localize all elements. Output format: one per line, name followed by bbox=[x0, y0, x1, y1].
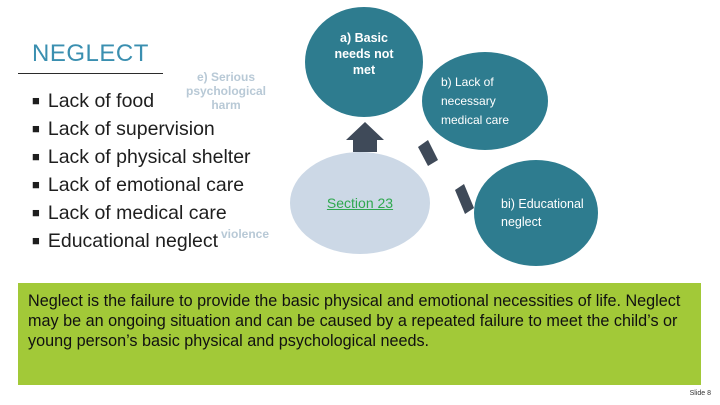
slide-number: Slide 8 bbox=[689, 390, 711, 397]
connector-shape bbox=[418, 140, 438, 166]
medical-care-bubble: b) Lack of necessary medical care bbox=[422, 52, 548, 150]
square-bullet-icon: ■ bbox=[32, 177, 40, 192]
connector-shape bbox=[455, 184, 474, 214]
educational-neglect-bubble: bi) Educational neglect bbox=[474, 160, 598, 266]
list-item: ■ Lack of physical shelter bbox=[32, 144, 251, 172]
list-item-text: Lack of supervision bbox=[47, 118, 215, 140]
square-bullet-icon: ■ bbox=[32, 233, 40, 248]
list-item: ■ Lack of emotional care bbox=[32, 172, 251, 200]
bubble-label: bi) Educational neglect bbox=[501, 197, 584, 229]
list-item: ■ Lack of food bbox=[32, 88, 251, 116]
slide-title: NEGLECT bbox=[32, 40, 149, 67]
list-item: ■ Educational neglect bbox=[32, 228, 251, 256]
list-item: ■ Lack of medical care bbox=[32, 200, 251, 228]
square-bullet-icon: ■ bbox=[32, 205, 40, 220]
bubble-label: b) Lack of necessary medical care bbox=[441, 74, 510, 127]
basic-needs-bubble: a) Basic needs not met bbox=[305, 7, 423, 117]
section-23-link[interactable]: Section 23 bbox=[326, 195, 394, 211]
list-item: ■ Lack of supervision bbox=[32, 116, 251, 144]
list-item-text: Lack of physical shelter bbox=[47, 146, 251, 168]
square-bullet-icon: ■ bbox=[32, 149, 40, 164]
faded-label-text: violence bbox=[220, 227, 270, 241]
neglect-bullet-list: ■ Lack of food ■ Lack of supervision ■ Lack… bbox=[32, 88, 251, 256]
bubble-label: a) Basic needs not met bbox=[334, 31, 394, 77]
neglect-definition-banner: Neglect is the failure to provide the ba… bbox=[18, 283, 701, 385]
section-23-hub: Section 23 bbox=[290, 152, 430, 254]
square-bullet-icon: ■ bbox=[32, 121, 40, 136]
list-item-text: Lack of medical care bbox=[47, 202, 227, 224]
list-item-text: Lack of food bbox=[47, 90, 155, 112]
list-item-text: Educational neglect bbox=[47, 230, 219, 252]
definition-text: Neglect is the failure to provide the ba… bbox=[28, 292, 681, 350]
title-underline bbox=[18, 73, 163, 74]
faded-label-text: e) Serious psychological harm bbox=[185, 70, 267, 112]
faded-label-violence: violence bbox=[205, 227, 285, 241]
faded-label-psychological-harm: e) Serious psychological harm bbox=[176, 70, 276, 112]
list-item-text: Lack of emotional care bbox=[47, 174, 245, 196]
square-bullet-icon: ■ bbox=[32, 93, 40, 108]
arrow-up-icon bbox=[346, 122, 384, 152]
